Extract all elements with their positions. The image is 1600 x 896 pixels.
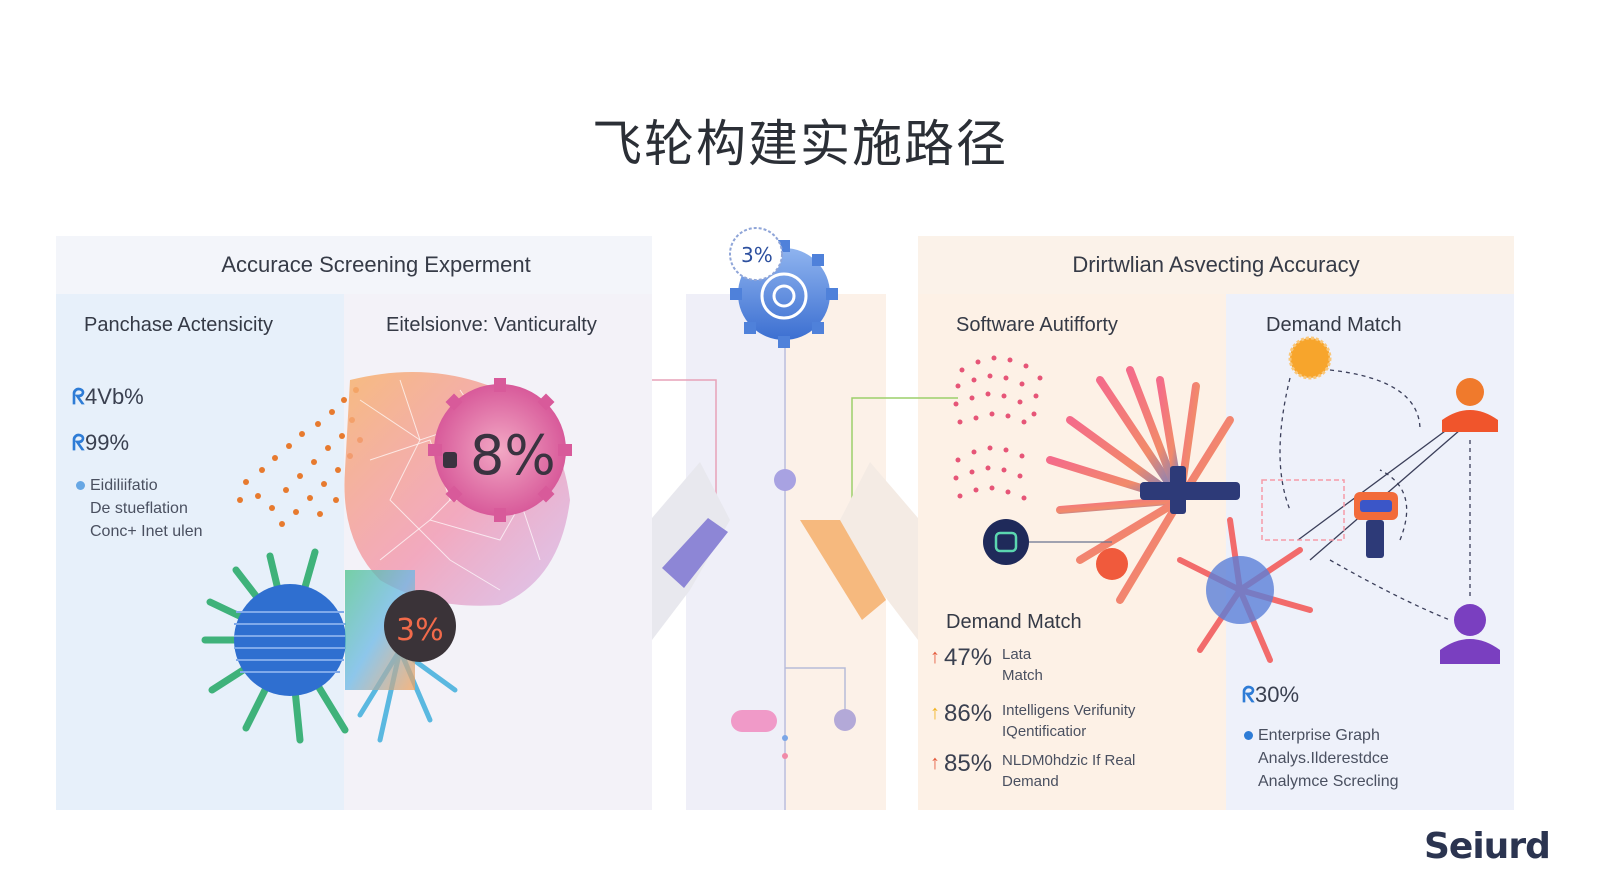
page-title: 飞轮构建实施路径 — [592, 115, 1008, 173]
gear-badge — [729, 227, 783, 281]
gear-teeth — [428, 378, 572, 522]
user-purple-head — [1454, 604, 1486, 636]
arrow-up-icon: ↑ — [930, 752, 940, 774]
pink-pill — [731, 710, 777, 732]
stat-2: ᖇ99% — [72, 430, 129, 456]
left-bullet-line-1: Eidiliifatio — [76, 474, 203, 497]
left-bullet-line-3: Conc+ Inet ulen — [90, 523, 203, 540]
right-panel: Drirtwlian Asvecting Accuracy — [918, 236, 1514, 810]
pink-gear-circle — [434, 384, 566, 516]
right-bullet-line-1: Enterprise Graph — [1244, 724, 1399, 747]
stat-1: ᖇ4Vb% — [72, 384, 144, 410]
dark-circle — [384, 590, 456, 662]
metric-1-value: 47% — [944, 644, 993, 671]
left-bullet-list: Eidiliifatio De stueflation Conc+ Inet u… — [76, 474, 203, 543]
small-square-icon — [443, 452, 457, 468]
dark-bar — [1140, 482, 1240, 500]
timeline-node-gray — [834, 709, 856, 731]
right-column-c — [918, 236, 1226, 810]
col-a-title: Panchase Actensicity — [84, 314, 273, 336]
col-b-title: Eitelsionve: Vanticuralty — [386, 314, 597, 336]
stat-right-icon: ᖇ — [1242, 682, 1256, 707]
pink-connector — [652, 379, 717, 520]
right-bullet-line-2: Analys.Ilderestdce — [1258, 750, 1389, 767]
top-gear-teeth — [730, 240, 838, 348]
timeline-node-top — [774, 469, 796, 491]
circle-stripes — [234, 611, 346, 673]
user-orange-body — [1442, 410, 1498, 432]
pink-circle-label: 8% — [470, 424, 556, 487]
col-c-title: Software Autifforty — [956, 314, 1118, 336]
right-bullet-list: Enterprise Graph Analys.Ilderestdce Anal… — [1244, 724, 1399, 793]
gear-badge-label: 3% — [741, 243, 773, 267]
metric-2-value: 86% — [944, 700, 993, 727]
right-bullet-line-3: Analymce Screcling — [1258, 773, 1399, 790]
left-bullet-line-2: De stueflation — [90, 500, 188, 517]
red-node — [1096, 548, 1128, 580]
demand-match-subtitle: Demand Match — [946, 611, 1082, 633]
arrow-up-icon: ↑ — [930, 702, 940, 724]
stat-2-value: 99% — [85, 430, 130, 455]
col-d-title: Demand Match — [1266, 314, 1402, 336]
stat-2-icon: ᖇ — [72, 430, 86, 455]
bullet-dot-icon — [76, 481, 85, 490]
brand-logo: Seiurd — [1424, 826, 1551, 867]
logo-text: Seiurd — [1424, 826, 1551, 867]
left-chevron — [662, 518, 728, 588]
stat-right-value: 30% — [1255, 682, 1300, 707]
stat-right: ᖇ30% — [1242, 682, 1299, 708]
right-panel-header: Drirtwlian Asvecting Accuracy — [918, 236, 1514, 294]
gray-connector — [785, 667, 846, 710]
orange-node — [1288, 336, 1332, 380]
metric-3-value: 85% — [944, 750, 993, 777]
dark-node — [983, 519, 1029, 565]
arrow-up-icon: ↑ — [930, 646, 940, 668]
user-purple-body — [1440, 639, 1500, 664]
blue-striped-circle — [234, 584, 346, 696]
orange-dot-cloud — [237, 387, 363, 527]
stat-1-icon: ᖇ — [72, 384, 86, 409]
left-panel-header: Accurace Screening Experment — [56, 236, 652, 294]
dark-circle-label: 3% — [396, 613, 444, 648]
right-chevron-bg — [840, 462, 918, 640]
user-orange-head — [1456, 378, 1484, 406]
bullet-dot-icon — [1244, 731, 1253, 740]
pink-dot-cloud — [953, 355, 1043, 501]
right-chevron — [800, 520, 886, 620]
green-connector — [851, 397, 958, 520]
stat-1-value: 4Vb% — [85, 384, 144, 409]
